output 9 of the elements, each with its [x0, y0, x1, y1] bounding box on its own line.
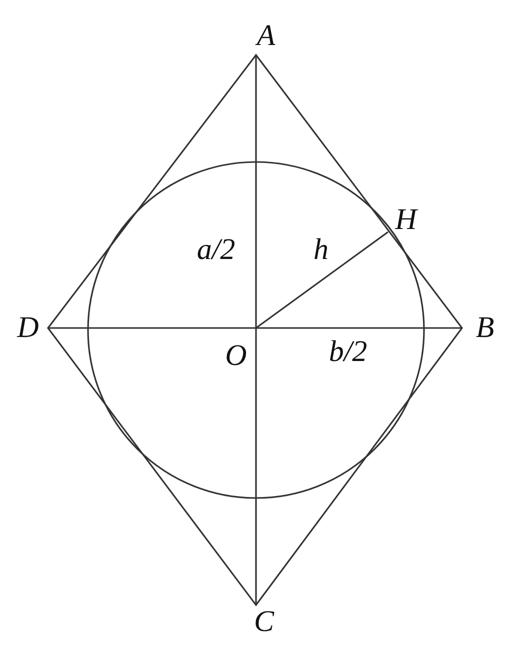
vertex-label: B — [476, 313, 494, 343]
length-label: h — [314, 235, 328, 265]
vertex-label: C — [254, 607, 274, 637]
length-label: b/2 — [328, 337, 368, 367]
vertex-label: A — [256, 21, 276, 51]
vertex-label: D — [17, 313, 39, 343]
point-label: O — [225, 341, 247, 371]
length-label: a/2 — [196, 235, 236, 265]
point-label: H — [395, 205, 417, 235]
